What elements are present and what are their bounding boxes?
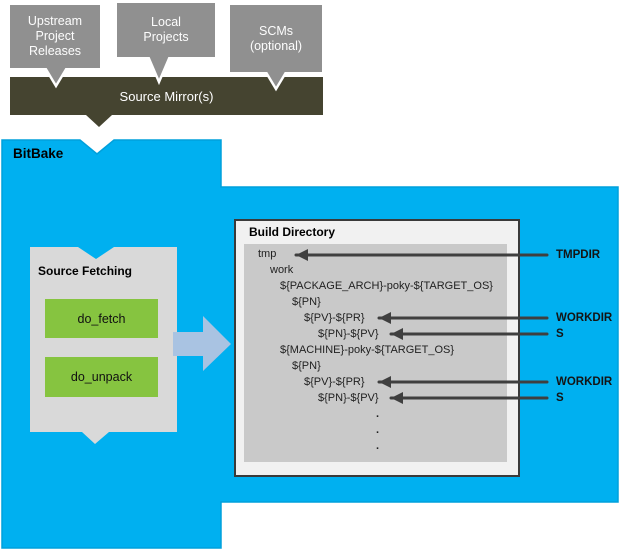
do-fetch-task-box: do_fetch [45,299,158,338]
do-unpack-task-box: do_unpack [45,357,158,397]
dir-entry-pn-2: ${PN} [292,360,321,372]
build-directory-listing: tmp work ${PACKAGE_ARCH}-poky-${TARGET_O… [244,244,507,462]
bitbake-region-label: BitBake [13,146,64,161]
dir-ellipsis-dot: . [376,424,380,436]
source-mirror-bar-shape [10,77,323,115]
dir-ellipsis-dot: . [376,440,380,452]
dir-entry-pv-pr: ${PV}-${PR} [304,312,365,324]
s-label: S [556,328,564,340]
flow-arrow-icon [173,316,231,371]
do-unpack-label: do_unpack [70,370,133,384]
scms-box: SCMs (optional) [230,5,322,72]
tmpdir-label: TMPDIR [556,249,601,261]
source-mirror-bar: Source Mirror(s) [10,77,323,115]
s-label-2: S [556,392,564,404]
source-mirror-tail [86,115,112,127]
dir-entry-machine: ${MACHINE}-poky-${TARGET_OS} [280,344,455,356]
dir-entry-tmp: tmp [258,248,277,260]
upstream-project-releases-label: Upstream Project Releases [27,14,83,58]
dir-entry-package-arch: ${PACKAGE_ARCH}-poky-${TARGET_OS} [280,280,493,292]
dir-entry-pn-pv: ${PN}-${PV} [318,328,379,340]
workdir-label: WORKDIR [556,312,613,324]
do-fetch-label: do_fetch [77,311,126,326]
dir-entry-pn-pv-2: ${PN}-${PV} [318,392,379,404]
local-projects-box: Local Projects [117,3,215,57]
upstream-project-releases-box: Upstream Project Releases [10,5,100,68]
dir-entry-work: work [270,264,294,276]
scms-label: SCMs (optional) [249,23,303,53]
source-mirror-label: Source Mirror(s) [119,88,214,104]
dir-entry-pn: ${PN} [292,296,321,308]
workdir-label-2: WORKDIR [556,376,613,388]
dir-entry-pv-pr-2: ${PV}-${PR} [304,376,365,388]
local-projects-label: Local Projects [143,15,189,44]
source-fetching-title: Source Fetching [38,264,133,278]
dir-ellipsis-dot: . [376,408,380,420]
build-directory-title: Build Directory [249,225,336,239]
